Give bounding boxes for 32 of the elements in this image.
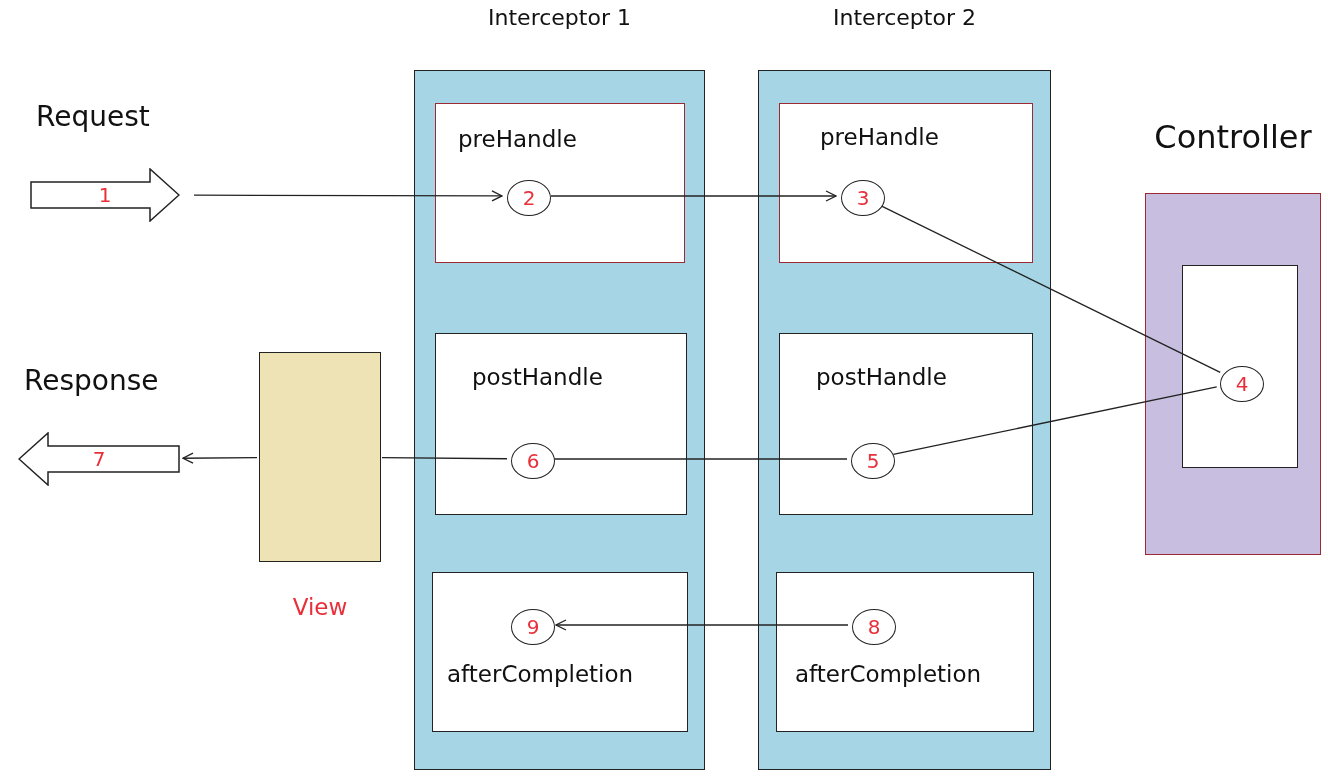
handler-box xyxy=(776,572,1034,732)
step-circle: 4 xyxy=(1220,366,1264,402)
step-circle: 2 xyxy=(507,180,551,216)
step-circle: 6 xyxy=(511,443,555,479)
handler-label: preHandle xyxy=(820,124,939,150)
connector-arrow xyxy=(182,452,258,464)
handler-label: preHandle xyxy=(458,126,577,152)
connector-arrow xyxy=(550,190,837,202)
step-number: 1 xyxy=(98,183,112,207)
handler-box xyxy=(435,103,685,263)
flow-heading: Request xyxy=(36,100,150,134)
step-circle: 8 xyxy=(852,609,896,645)
column-heading: Interceptor 1 xyxy=(488,5,631,32)
handler-label: postHandle xyxy=(472,364,603,390)
view-caption: View xyxy=(292,594,348,620)
column-heading: Controller xyxy=(1154,118,1312,157)
handler-label: postHandle xyxy=(816,364,947,390)
step-circle: 3 xyxy=(841,180,885,216)
step-number: 7 xyxy=(92,447,106,471)
connector-arrow xyxy=(555,619,849,631)
handler-box xyxy=(432,572,688,732)
handler-label: afterCompletion xyxy=(447,661,634,687)
connector-arrow xyxy=(193,190,503,202)
handler-box xyxy=(435,333,687,515)
flow-heading: Response xyxy=(24,364,159,398)
column-heading: Interceptor 2 xyxy=(833,5,976,32)
handler-label: afterCompletion xyxy=(795,661,982,687)
empty-box xyxy=(1182,265,1298,468)
step-circle: 9 xyxy=(511,609,555,645)
step-circle: 5 xyxy=(851,443,895,479)
handler-box xyxy=(779,333,1033,515)
handler-box xyxy=(779,103,1033,263)
